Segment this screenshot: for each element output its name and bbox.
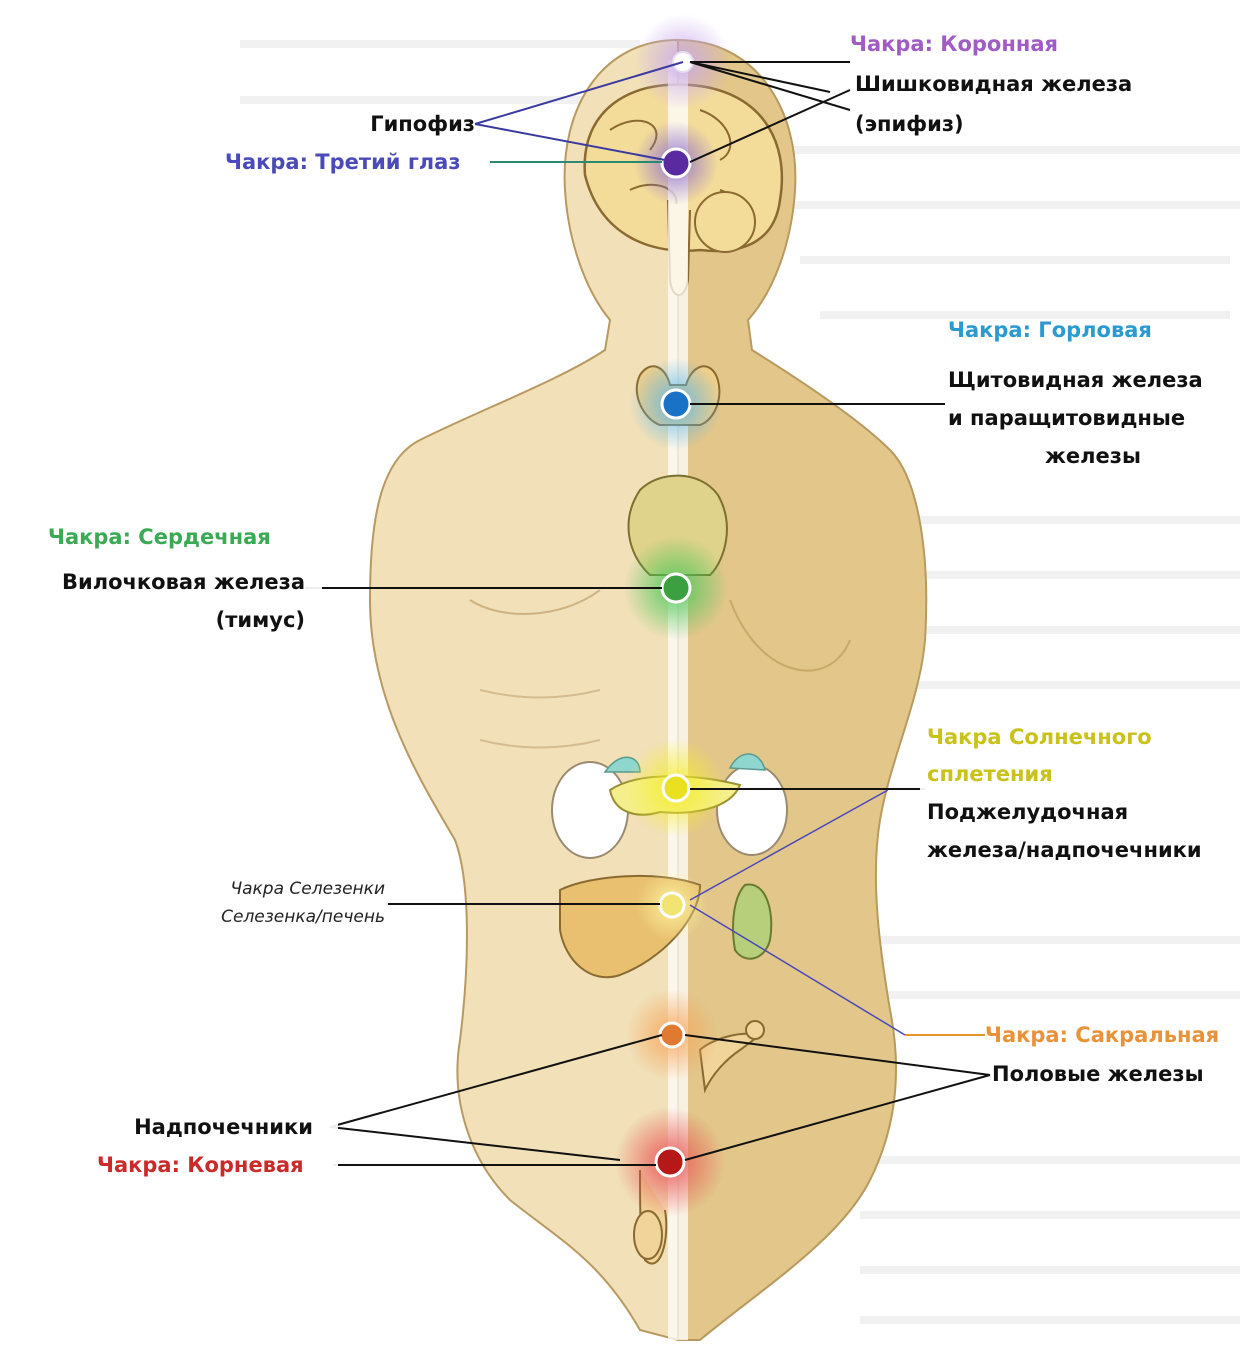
root-chakra-label: Чакра: Корневая: [97, 1149, 304, 1182]
thymus-label-line1: Вилочковая железа: [0, 566, 305, 599]
thyroid-label-line2: и паращитовидные: [948, 402, 1185, 435]
adrenals-label: Надпочечники: [20, 1111, 313, 1144]
pancreas-label-line2: железа/надпочечники: [927, 834, 1202, 867]
throat-chakra-label: Чакра: Горловая: [948, 314, 1152, 347]
spleen-liver-label: Селезенка/печень: [150, 904, 385, 931]
third-eye-chakra-label: Чакра: Третий глаз: [225, 146, 461, 179]
solar-plexus-chakra-label-line2: сплетения: [927, 758, 1053, 791]
pineal-gland-sublabel: (эпифиз): [855, 108, 964, 141]
thyroid-label-line1: Щитовидная железа: [948, 364, 1203, 397]
heart-chakra-label: Чакра: Сердечная: [48, 521, 271, 554]
crown-chakra-label: Чакра: Коронная: [850, 28, 1058, 61]
thymus-label-line2: (тимус): [0, 604, 305, 637]
spleen-illustration: [733, 884, 771, 958]
thyroid-label-line3: железы: [948, 440, 1238, 473]
sacral-chakra-label: Чакра: Сакральная: [985, 1019, 1219, 1052]
solar-plexus-chakra-label-line1: Чакра Солнечного: [927, 721, 1152, 754]
spleen-chakra-label: Чакра Селезенки: [150, 876, 385, 903]
pancreas-label-line1: Поджелудочная: [927, 796, 1128, 829]
pituitary-label: Гипофиз: [300, 108, 475, 141]
pineal-gland-label: Шишковидная железа: [855, 68, 1132, 101]
gonads-label: Половые железы: [992, 1058, 1204, 1091]
